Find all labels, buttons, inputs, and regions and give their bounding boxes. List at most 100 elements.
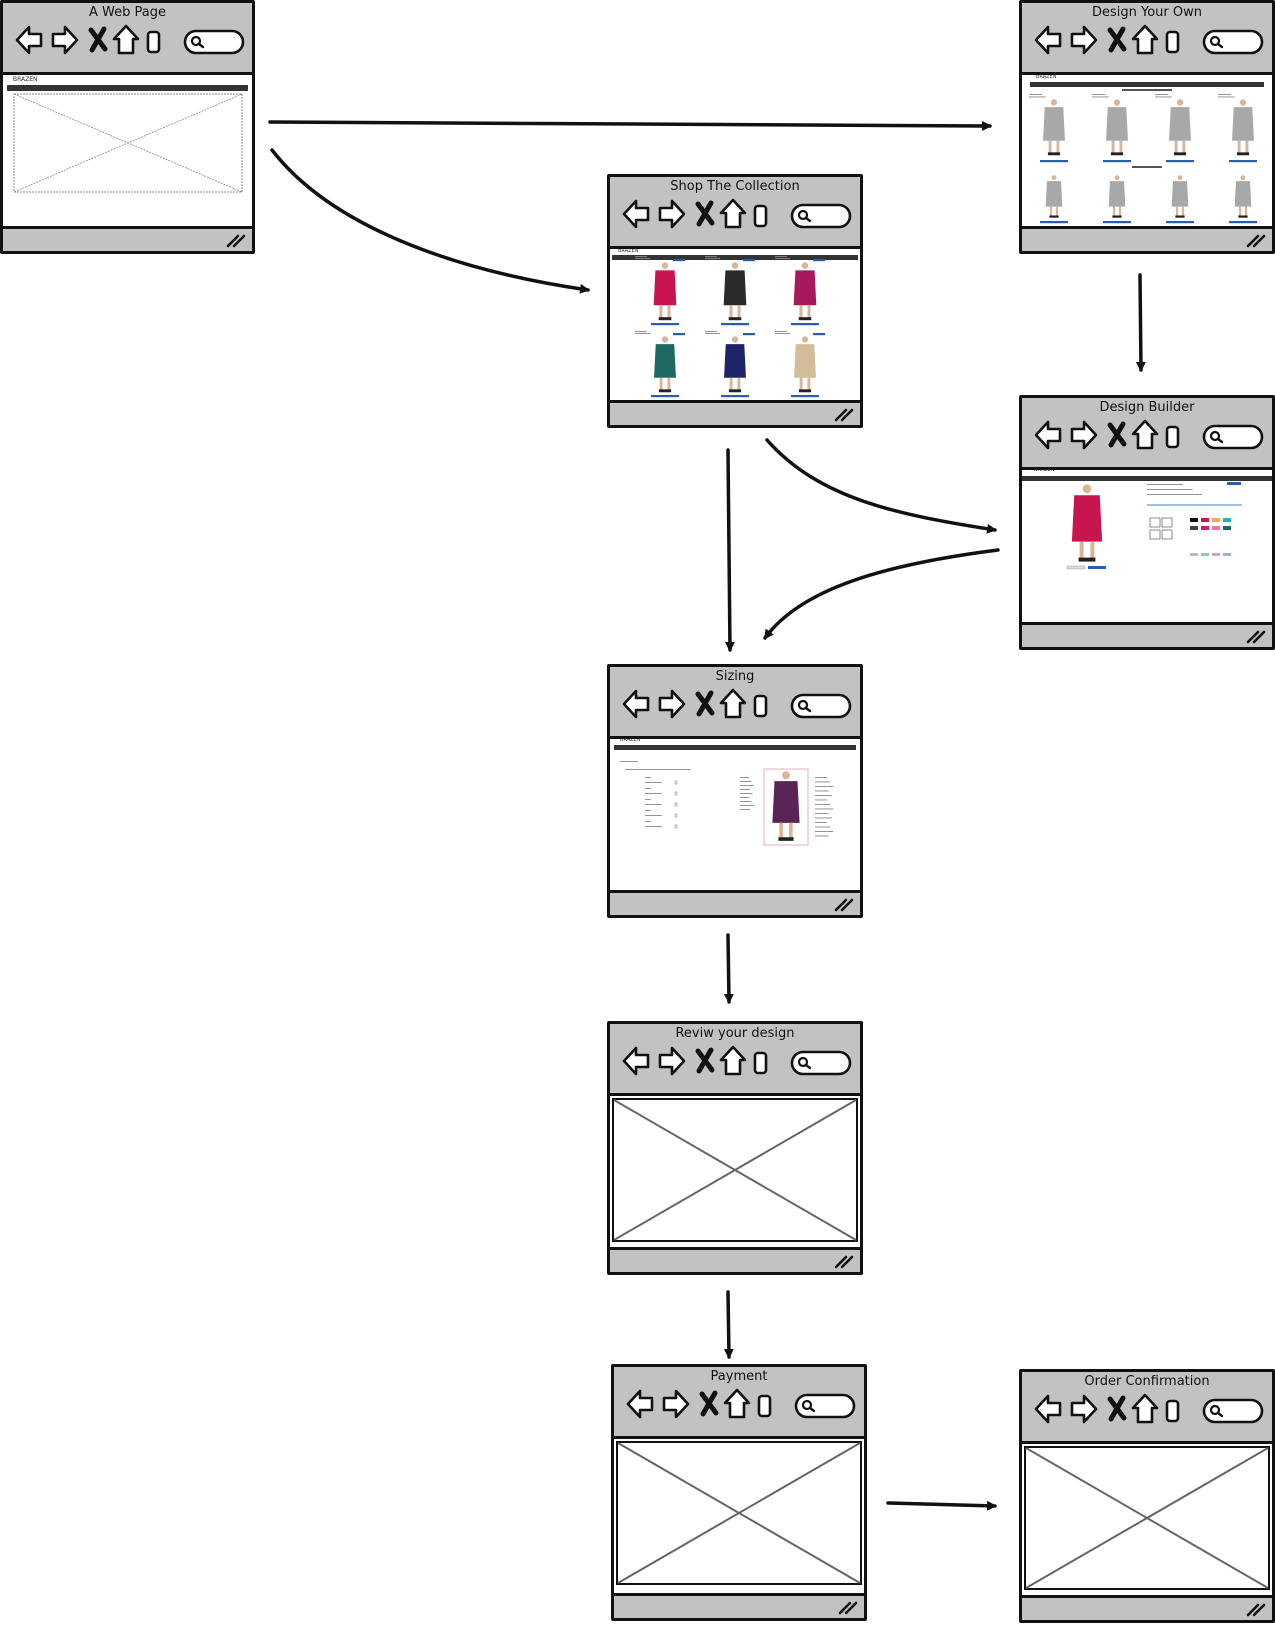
window-content: BRAZEN [610,739,860,890]
size-field [674,813,678,818]
title-bar: Shop The Collection [610,177,860,249]
browser-toolbar [1034,1392,1266,1426]
mini-button [1103,221,1131,224]
dress-leg [779,822,783,839]
dress-leg [799,377,803,391]
dress-head [1177,175,1183,181]
dress-shoes [728,317,742,321]
dress-body [1071,495,1103,542]
dress-leg [1056,140,1060,154]
dress-leg [659,305,663,319]
fabric-swatch [1212,553,1220,556]
arrow-shop-collection-to-design-builder [765,438,997,534]
base-skirt [1234,175,1252,218]
mini-text-line [625,769,691,770]
window-content [614,1439,864,1593]
mini-text-line [815,831,834,832]
dress-body [772,781,800,823]
logo-text: BRAZEN [13,76,38,83]
mini-text-line [740,777,749,778]
mini-text-line [645,788,651,789]
browser-toolbar [1034,418,1266,452]
mini-nav-bar [1022,476,1272,481]
status-bar [3,226,252,251]
arrow-design-builder-to-sizing [763,548,1000,640]
dress-shoes [1110,152,1124,156]
collection-dress [724,336,746,393]
section-heading-dresses [1122,89,1172,91]
mini-text-line [645,799,651,800]
mini-text-line [645,821,651,822]
dress-leg [1174,140,1178,154]
image-placeholder [1024,1446,1270,1590]
builder-dress-preview [1071,484,1103,562]
window-content: BRAZEN [610,249,860,400]
dress-leg [1111,140,1115,154]
dress-body [724,344,746,378]
dress-leg [667,377,671,391]
title-bar: Design Your Own [1022,3,1272,75]
mini-text-line [815,813,829,814]
mini-text-line [1092,94,1106,95]
mini-text-line [620,761,638,762]
mini-text-line [815,786,834,787]
style-option [1161,529,1173,540]
mini-text-line [1147,494,1203,495]
arrow-webpage-to-design-your-own [268,120,992,131]
window-content [1022,1444,1272,1595]
dress-leg [1079,541,1084,560]
dress-leg [807,377,811,391]
title-bar: Payment [614,1367,864,1439]
dress-leg [1244,206,1248,217]
dress-leg [737,377,741,391]
dress-leg [1245,140,1249,154]
builder-screenshot [1066,482,1242,570]
dress-shoes [1175,215,1185,218]
mini-nav-bar [614,745,856,750]
arrow-design-your-own-to-design-builder [1135,273,1146,372]
resize-grip-icon [226,234,246,248]
mini-text-line [815,826,831,828]
mini-site-header: BRAZEN [1028,75,1266,81]
options-band [1147,504,1242,506]
color-swatch [1223,518,1231,522]
mini-button [791,323,819,326]
mini-text-line [645,810,651,811]
mini-button [743,259,755,262]
dress-head [1113,99,1121,106]
dress-head [801,262,809,269]
dress-shoes [798,389,812,393]
mini-button [1040,221,1068,224]
section-heading-skirts [1132,166,1162,168]
mini-text-line [775,333,791,334]
dress-head [1051,175,1057,181]
dress-leg [1237,140,1241,154]
mini-site-header: BRAZEN [616,739,854,744]
mini-text-line [1147,489,1193,490]
mini-text-line [815,795,832,796]
dress-head [1082,484,1092,494]
image-placeholder [616,1441,862,1585]
dress-body [1045,181,1063,207]
mini-button [1166,221,1194,224]
mini-text-line [740,797,749,798]
base-dress [1106,99,1128,156]
mini-text-line [775,258,791,259]
collection-dress [654,336,676,393]
fabric-swatch [1190,553,1198,556]
size-field [674,780,678,785]
dress-leg [667,305,671,319]
dress-shoes [778,837,794,841]
dress-head [801,336,809,343]
dress-leg [789,822,793,839]
dress-body [793,270,817,306]
dress-leg [807,305,811,319]
window-title: Payment [710,1369,768,1384]
mini-text-line [645,782,662,783]
resize-grip-icon [834,408,854,422]
window-web-page: A Web Page BRAZEN [0,0,255,254]
dress-leg [799,305,803,319]
style-option [1161,517,1173,528]
mini-button [1229,160,1257,163]
sizing-screenshot [620,761,834,846]
